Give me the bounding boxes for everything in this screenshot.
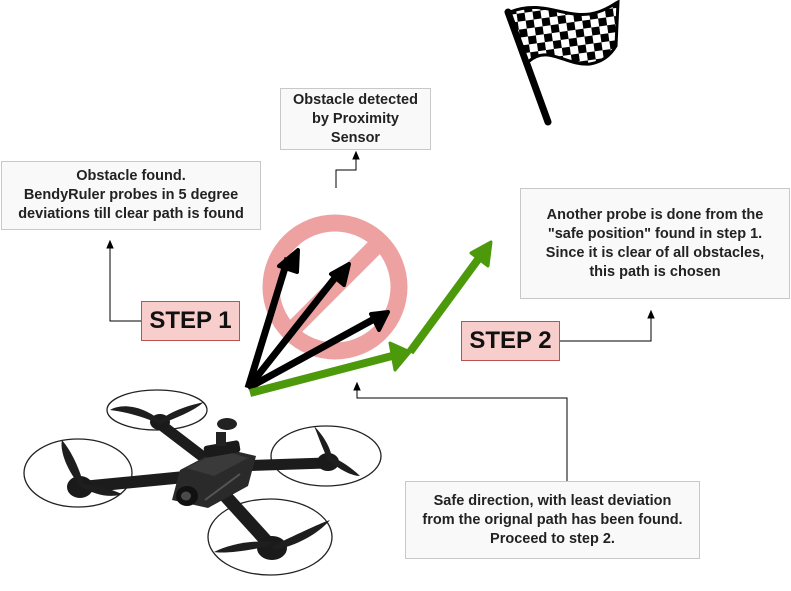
step2-path-arrow bbox=[406, 240, 493, 355]
connector-step2 bbox=[560, 316, 652, 342]
connector-safe-head bbox=[353, 381, 361, 391]
connector-safe bbox=[356, 388, 568, 481]
probe-arrows bbox=[244, 248, 390, 392]
connector-proximity-head bbox=[352, 150, 360, 160]
probe-arrow-3 bbox=[246, 310, 390, 392]
probe-arrow-1 bbox=[244, 248, 300, 390]
connector-proximity bbox=[335, 157, 357, 188]
path-arrows bbox=[248, 240, 493, 397]
safe-direction-arrow bbox=[248, 341, 412, 397]
connector-lines bbox=[106, 150, 655, 481]
proximity-sensor-callout: Obstacle detected by Proximity Sensor bbox=[280, 88, 431, 150]
safe-direction-callout: Safe direction, with least deviation fro… bbox=[405, 481, 700, 559]
connector-step1-head bbox=[106, 239, 114, 249]
step2-text: STEP 2 bbox=[469, 327, 552, 354]
quadcopter-drone-icon bbox=[23, 389, 382, 576]
another-probe-callout: Another probe is done from the "safe pos… bbox=[520, 188, 790, 299]
step1-label: STEP 1 bbox=[141, 301, 240, 341]
connector-step1 bbox=[109, 246, 141, 322]
safe-direction-text: Safe direction, with least deviation fro… bbox=[422, 492, 683, 547]
another-probe-text: Another probe is done from the "safe pos… bbox=[545, 206, 765, 280]
step2-label: STEP 2 bbox=[461, 321, 560, 361]
checkered-flag-icon bbox=[504, 0, 620, 126]
probe-arrow-2 bbox=[245, 262, 351, 391]
connector-step2-head bbox=[647, 309, 655, 319]
proximity-sensor-text: Obstacle detected by Proximity Sensor bbox=[293, 91, 418, 146]
step1-text: STEP 1 bbox=[149, 307, 232, 334]
obstacle-found-text: Obstacle found. BendyRuler probes in 5 d… bbox=[18, 168, 244, 222]
obstacle-found-callout: Obstacle found. BendyRuler probes in 5 d… bbox=[1, 161, 261, 230]
